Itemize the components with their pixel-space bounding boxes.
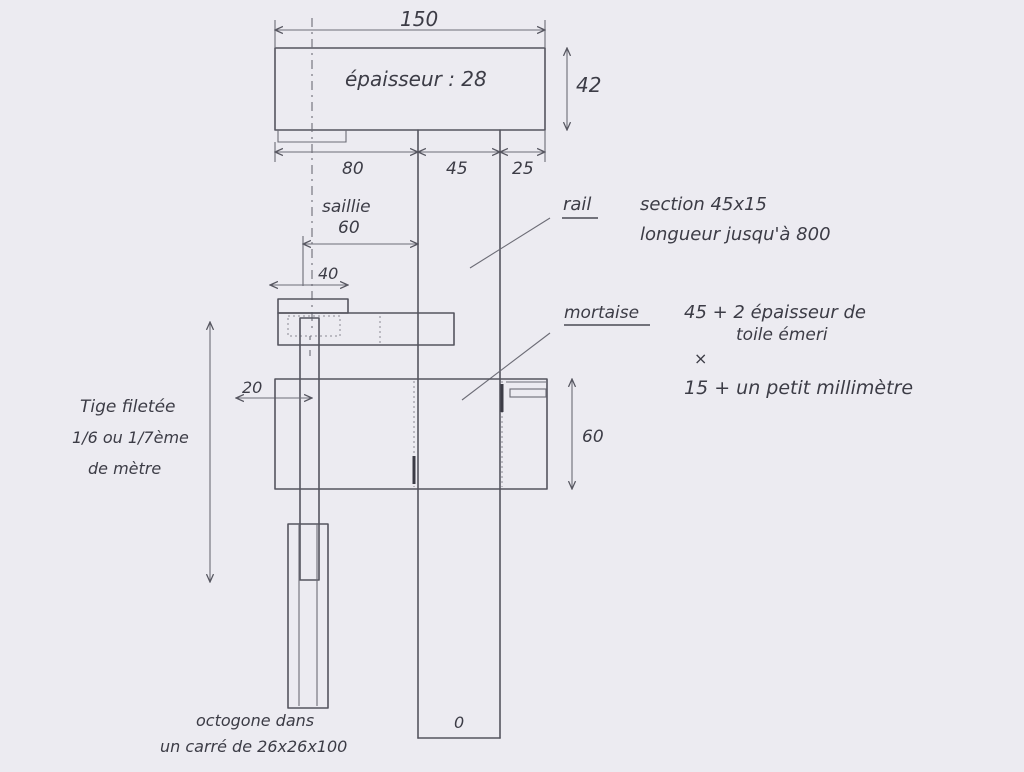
- label-octogone-line2: un carré de 26x26x100: [160, 737, 347, 756]
- label-saillie-value: 60: [338, 218, 360, 238]
- label-height-42: 42: [576, 73, 601, 97]
- label-mortaise: mortaise: [564, 303, 639, 323]
- threaded-rod: [299, 317, 320, 581]
- label-tige-line3: de mètre: [88, 459, 161, 478]
- label-top-width: 150: [400, 7, 438, 31]
- label-dim-45: 45: [446, 159, 468, 179]
- rail-leader-line: [469, 217, 551, 269]
- label-tige-line2: 1/6 ou 1/7ème: [72, 428, 189, 447]
- rod-center: [302, 320, 317, 578]
- label-dim-20: 20: [242, 378, 262, 397]
- label-dim-25: 25: [512, 159, 534, 179]
- label-rail-section: section 45x15: [640, 194, 767, 215]
- upper-block: [277, 312, 455, 346]
- top-jaw: [274, 47, 546, 131]
- label-epaisseur: épaisseur : 28: [345, 67, 487, 91]
- label-dim-40: 40: [318, 264, 338, 283]
- label-rail: rail: [563, 194, 591, 215]
- nut-plate: [277, 298, 349, 314]
- mortaise-leader-line: [461, 332, 551, 401]
- label-tige-line1: Tige filetée: [80, 397, 176, 417]
- label-octogone-line1: octogone dans: [196, 711, 314, 730]
- handle: [287, 523, 329, 709]
- nut-recess: [287, 315, 341, 337]
- label-mortaise-line3: 15 + un petit millimètre: [684, 377, 913, 399]
- lower-jaw: [274, 378, 548, 490]
- rail-end-mark: 0: [454, 713, 464, 732]
- label-saillie: saillie: [322, 197, 371, 217]
- jaw-slot: [509, 388, 547, 398]
- label-rail-longueur: longueur jusqu'à 800: [640, 224, 831, 245]
- label-mortaise-line1: 45 + 2 épaisseur de: [684, 302, 866, 323]
- label-dim-60: 60: [582, 427, 604, 447]
- top-jaw-notch: [277, 130, 347, 143]
- label-dim-80: 80: [342, 159, 364, 179]
- label-mortaise-times: ×: [694, 349, 707, 368]
- label-mortaise-line2: toile émeri: [736, 325, 828, 345]
